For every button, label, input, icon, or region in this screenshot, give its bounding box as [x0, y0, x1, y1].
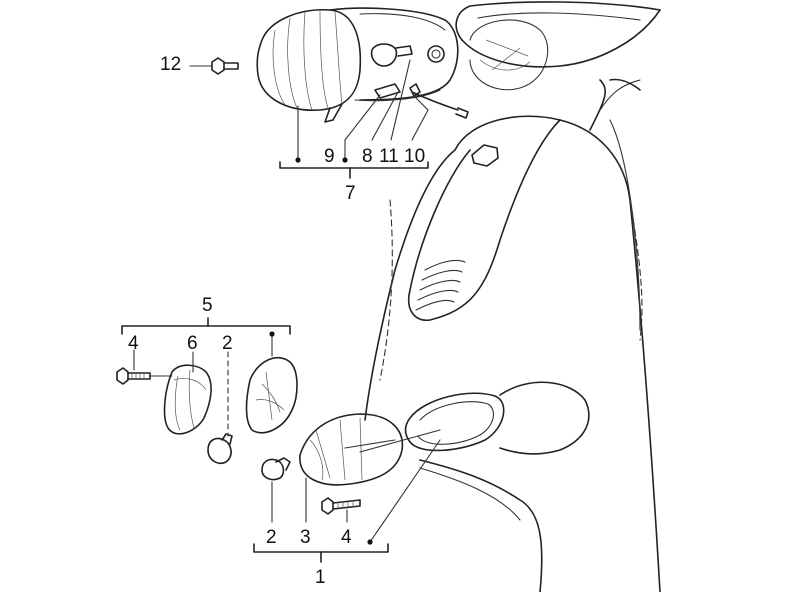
callout-1: 1	[315, 567, 326, 588]
turn-signal-exploded-left	[116, 317, 298, 465]
screw-part-12	[189, 57, 239, 75]
callout-4-right: 4	[341, 527, 352, 548]
callout-3: 3	[300, 527, 311, 548]
callout-9: 9	[324, 146, 335, 167]
callout-11: 11	[379, 146, 399, 167]
callout-6: 6	[187, 333, 198, 354]
callout-5: 5	[202, 295, 213, 316]
callout-4-left: 4	[128, 333, 139, 354]
turn-signal-assembled-right	[253, 392, 505, 563]
headlight-assembly	[256, 7, 469, 123]
leader-lines-headlight	[279, 59, 429, 179]
callout-2-right: 2	[266, 527, 277, 548]
callout-10: 10	[404, 146, 426, 167]
callout-7: 7	[345, 183, 356, 204]
scooter-body-outline	[364, 1, 661, 592]
callout-12: 12	[160, 54, 182, 75]
callout-8: 8	[362, 146, 373, 167]
callout-2-left: 2	[222, 333, 233, 354]
